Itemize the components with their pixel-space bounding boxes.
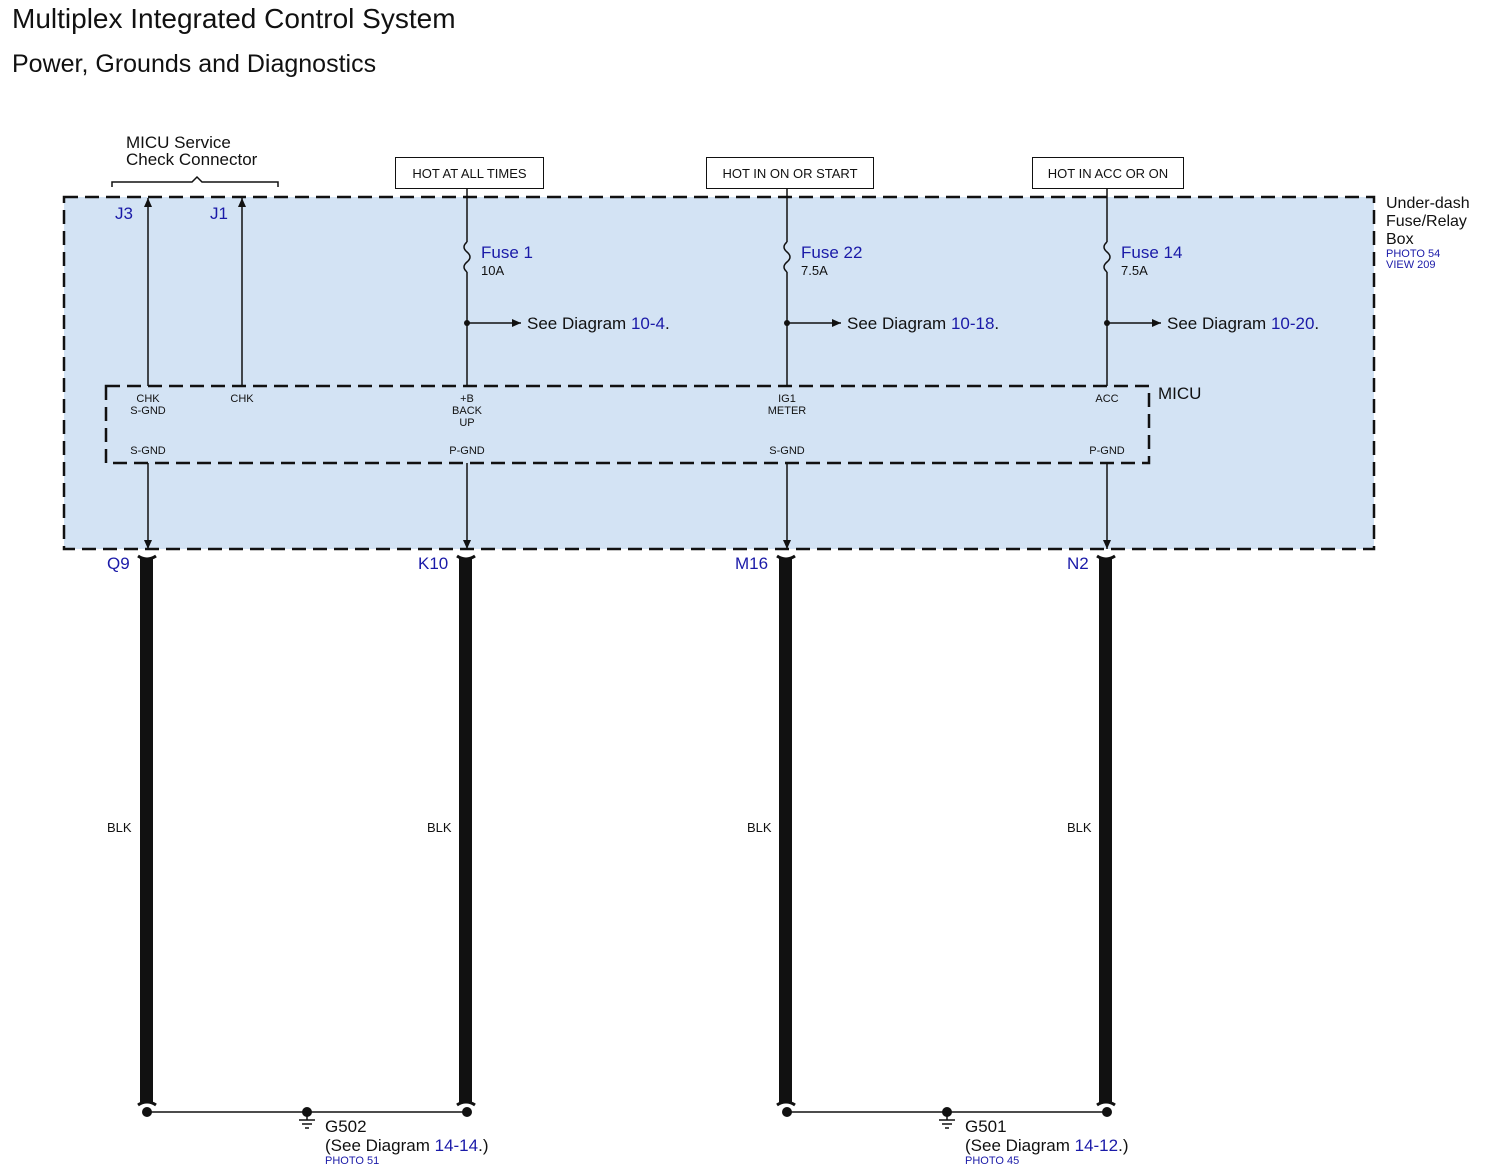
terminal-m16: M16 <box>735 554 769 573</box>
fuse-14-rating: 7.5A <box>1121 263 1148 278</box>
micu-box <box>104 384 1151 465</box>
ground-g501-bus <box>782 1107 1112 1120</box>
diagram-link[interactable]: 10-18 <box>950 314 995 333</box>
wire-color-label: BLK <box>427 820 452 835</box>
fuse-relay-box <box>62 195 1376 551</box>
diagram-link[interactable]: 10-4 <box>630 314 665 333</box>
service-connector-brace <box>111 175 279 187</box>
terminal-n2: N2 <box>1067 554 1089 573</box>
fuse-22-circuit <box>783 188 841 386</box>
micu-pin-acc: ACC <box>1095 393 1119 405</box>
fuse-1-circuit <box>463 188 521 386</box>
micu-pin-ig1-meter: IG1 METER <box>767 393 807 417</box>
wire-color-label: BLK <box>1067 820 1092 835</box>
hot-at-all-times-label: HOT AT ALL TIMES <box>395 157 544 189</box>
diagram-link[interactable]: 14-14 <box>434 1136 479 1155</box>
micu-pin-b-backup: +B BACK UP <box>452 393 482 429</box>
wire-q9 <box>137 554 157 1107</box>
ground-g502-photo-ref[interactable]: PHOTO 51 <box>325 1155 380 1167</box>
wire-m16 <box>776 554 796 1107</box>
fuse-22-name: Fuse 22 <box>801 243 863 262</box>
page-subtitle: Power, Grounds and Diagnostics <box>12 50 377 78</box>
diagram-link[interactable]: 10-20 <box>1270 314 1315 333</box>
ground-icon <box>939 1119 955 1129</box>
ground-g501-photo-ref[interactable]: PHOTO 45 <box>965 1155 1020 1167</box>
fuse-14-see-diagram: See Diagram 10-20. <box>1167 314 1320 333</box>
ground-g502-label: G502 (See Diagram 14-14.) <box>325 1117 489 1155</box>
micu-pin-s-gnd: S-GND <box>769 445 805 457</box>
ground-icon <box>299 1119 315 1129</box>
terminal-j3: J3 <box>115 204 133 223</box>
terminal-k10: K10 <box>418 554 449 573</box>
fuse-1-see-diagram: See Diagram 10-4. <box>527 314 670 333</box>
micu-pin-chk-sgnd: CHK S-GND <box>130 393 166 417</box>
micu-pin-s-gnd: S-GND <box>130 445 166 457</box>
hot-in-on-or-start-label: HOT IN ON OR START <box>706 157 874 189</box>
wire-color-label: BLK <box>107 820 132 835</box>
ground-g502-bus <box>142 1107 472 1120</box>
fuse-22-rating: 7.5A <box>801 263 828 278</box>
wire-n2 <box>1096 554 1116 1107</box>
fuse-14-circuit <box>1103 188 1161 386</box>
page-title: Multiplex Integrated Control System <box>12 3 456 34</box>
micu-pin-p-gnd: P-GND <box>449 445 485 457</box>
wire-k10 <box>456 554 476 1107</box>
fuse-1-rating: 10A <box>481 263 505 278</box>
fuse-22-see-diagram: See Diagram 10-18. <box>847 314 1000 333</box>
fuse-1-name: Fuse 1 <box>481 243 533 262</box>
service-connector-label: MICU Service Check Connector <box>126 133 258 169</box>
diagram-link[interactable]: 14-12 <box>1074 1136 1119 1155</box>
ground-g501-label: G501 (See Diagram 14-12.) <box>965 1117 1129 1155</box>
micu-label: MICU <box>1158 384 1202 403</box>
fuse-box-label: Under-dash Fuse/Relay Box <box>1386 195 1470 248</box>
micu-pin-p-gnd: P-GND <box>1089 445 1125 457</box>
hot-in-acc-or-on-label: HOT IN ACC OR ON <box>1032 157 1184 189</box>
terminal-q9: Q9 <box>107 554 130 573</box>
terminal-j1: J1 <box>210 204 228 223</box>
wire-color-label: BLK <box>747 820 772 835</box>
fuse-box-photo-ref[interactable]: PHOTO 54 VIEW 209 <box>1386 248 1441 271</box>
fuse-14-name: Fuse 14 <box>1121 243 1183 262</box>
micu-pin-chk: CHK <box>230 393 254 405</box>
